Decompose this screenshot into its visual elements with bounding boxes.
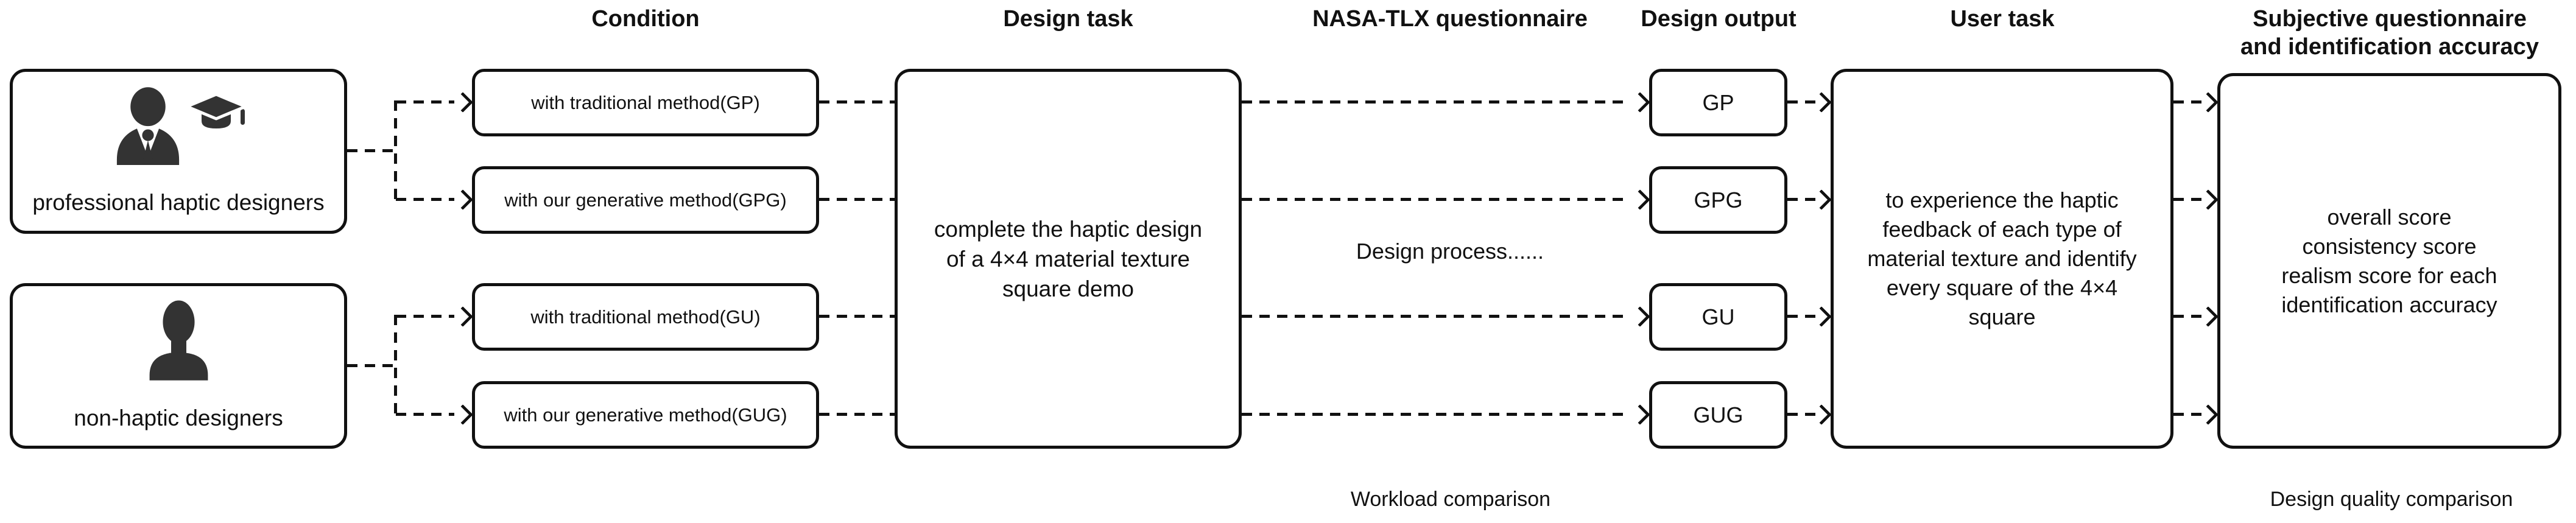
design-task-text: complete the haptic design of a 4×4 mate… <box>934 216 1203 301</box>
arrowhead-icon <box>2198 404 2219 425</box>
dashed-connector <box>1787 315 1815 318</box>
arrowhead-icon <box>2198 306 2219 327</box>
design-task-column-header: Design task <box>1003 6 1133 32</box>
dashed-connector <box>396 413 454 416</box>
arrowhead-icon <box>452 404 473 425</box>
design-output-box-gp: GP <box>1649 69 1787 136</box>
subjective-text: overall score consistency score realism … <box>2281 203 2497 320</box>
graduation-cap-icon <box>185 93 247 128</box>
person-tie-icon <box>116 86 180 165</box>
condition-box-gp: with traditional method(GP) <box>472 69 819 136</box>
dashed-connector <box>819 413 895 416</box>
condition-box-gpg: with our generative method(GPG) <box>472 166 819 234</box>
dashed-connector <box>1787 100 1815 104</box>
dashed-connector <box>819 315 895 318</box>
arrowhead-icon <box>452 92 473 113</box>
condition-label: with our generative method(GPG) <box>504 189 787 211</box>
arrowhead-icon <box>1630 189 1650 210</box>
design-output-box-gug: GUG <box>1649 381 1787 449</box>
design-output-label: GP <box>1702 90 1734 115</box>
design-output-box-gu: GU <box>1649 283 1787 351</box>
arrowhead-icon <box>1630 404 1650 425</box>
design-output-label: GUG <box>1693 402 1744 427</box>
user-task-column-header: User task <box>1950 6 2055 32</box>
arrowhead-icon <box>1811 404 1832 425</box>
design-output-label: GPG <box>1694 187 1743 212</box>
dashed-connector <box>1242 100 1627 104</box>
arrowhead-icon <box>2198 189 2219 210</box>
subjective-questionnaire-box: overall score consistency score realism … <box>2217 73 2561 449</box>
group-label: non-haptic designers <box>74 405 283 430</box>
subjective-column-header-line2: and identification accuracy <box>2240 34 2539 60</box>
group-box-professional-haptic-designers: professional haptic designers <box>10 69 347 234</box>
nasa-tlx-column-header: NASA-TLX questionnaire <box>1312 6 1588 32</box>
dashed-connector <box>394 315 397 416</box>
arrowhead-icon <box>1811 92 1832 113</box>
dashed-connector <box>396 100 454 104</box>
dashed-connector <box>347 364 396 367</box>
subjective-line: identification accuracy <box>2281 292 2497 317</box>
condition-label: with traditional method(GU) <box>530 306 761 328</box>
dashed-connector <box>396 198 454 201</box>
subjective-line: overall score <box>2327 204 2452 230</box>
dashed-connector <box>347 149 396 152</box>
dashed-connector <box>1242 315 1627 318</box>
person-icon <box>149 300 208 381</box>
dashed-connector <box>396 315 454 318</box>
dashed-connector <box>1787 413 1815 416</box>
subjective-column-header-line1: Subjective questionnaire <box>2253 6 2527 32</box>
arrowhead-icon <box>1630 306 1650 327</box>
arrowhead-icon <box>452 189 473 210</box>
condition-box-gug: with our generative method(GUG) <box>472 381 819 449</box>
dashed-connector <box>2173 100 2203 104</box>
design-output-column-header: Design output <box>1641 6 1797 32</box>
condition-column-header: Condition <box>591 6 700 32</box>
dashed-connector <box>2173 413 2203 416</box>
dashed-connector <box>2173 315 2203 318</box>
dashed-connector <box>819 198 895 201</box>
design-task-box: complete the haptic design of a 4×4 mate… <box>895 69 1242 449</box>
dashed-connector <box>394 100 397 202</box>
subjective-line: realism score for each <box>2281 262 2497 288</box>
group-box-non-haptic-designers: non-haptic designers <box>10 283 347 449</box>
condition-box-gu: with traditional method(GU) <box>472 283 819 351</box>
arrowhead-icon <box>1811 189 1832 210</box>
user-task-box: to experience the haptic feedback of eac… <box>1831 69 2173 449</box>
dashed-connector <box>819 100 895 104</box>
workload-comparison-caption: Workload comparison <box>1350 488 1551 511</box>
group-icons <box>109 85 248 165</box>
design-process-note: Design process...... <box>1356 239 1544 264</box>
condition-label: with traditional method(GP) <box>531 91 760 113</box>
design-output-label: GU <box>1701 304 1735 329</box>
dashed-connector <box>2173 198 2203 201</box>
group-icons <box>141 298 217 381</box>
condition-label: with our generative method(GUG) <box>504 404 787 426</box>
arrowhead-icon <box>452 306 473 327</box>
user-task-text: to experience the haptic feedback of eac… <box>1867 188 2137 329</box>
group-label: professional haptic designers <box>32 189 325 215</box>
arrowhead-icon <box>1811 306 1832 327</box>
dashed-connector <box>1242 198 1627 201</box>
design-output-box-gpg: GPG <box>1649 166 1787 234</box>
arrowhead-icon <box>2198 92 2219 113</box>
design-quality-comparison-caption: Design quality comparison <box>2270 488 2513 511</box>
dashed-connector <box>1787 198 1815 201</box>
dashed-connector <box>1242 413 1627 416</box>
arrowhead-icon <box>1630 92 1650 113</box>
subjective-line: consistency score <box>2302 233 2477 259</box>
subjective-column-header: Subjective questionnaire and identificat… <box>2222 5 2557 61</box>
